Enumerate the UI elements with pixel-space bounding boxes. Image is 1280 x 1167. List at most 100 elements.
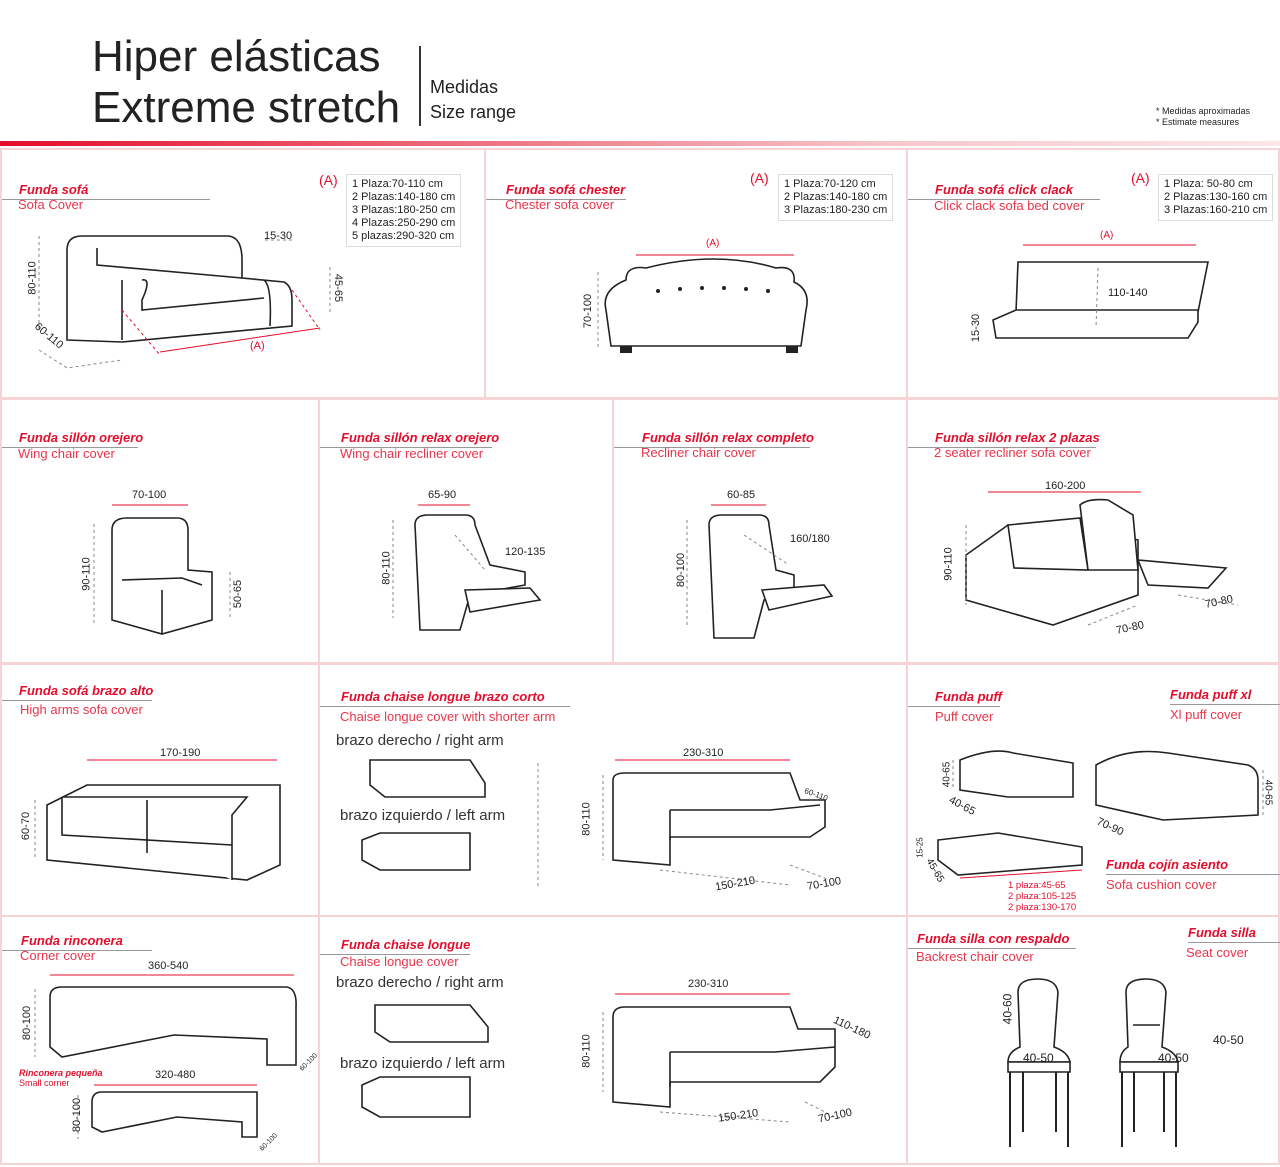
- cell-relax2: Funda sillón relax 2 plazas 2 seater rec…: [906, 398, 1280, 664]
- dim-seat: 45-65: [332, 273, 345, 303]
- cell-title: Funda sofá brazo alto: [2, 683, 153, 701]
- size-row: 3 Plazas:180-230 cm: [784, 204, 888, 216]
- dim-height: 80-110: [26, 261, 39, 295]
- cell-subtitle: Wing chair cover: [18, 446, 115, 461]
- size-row: 5 plazas:290-320 cm: [352, 230, 455, 242]
- dim-a-arrow: (A): [706, 238, 720, 249]
- seat-dim-width: 40-50: [1158, 1051, 1189, 1065]
- cell-title: Funda rinconera: [2, 933, 152, 951]
- dim-height: 40-60: [1000, 993, 1015, 1025]
- accent-bar: [0, 141, 1280, 146]
- cell-title: Funda sillón orejero: [2, 430, 143, 448]
- chaise-short-drawing: [361, 759, 831, 887]
- corner-sofa-drawing: [34, 974, 297, 1139]
- cell-chair: Funda silla con respaldo Backrest chair …: [906, 915, 1280, 1165]
- dim-height: 90-110: [942, 547, 955, 581]
- wing-recliner-drawing: [392, 504, 542, 631]
- size-row: 1 Plaza:70-120 cm: [784, 178, 876, 190]
- medidas-label: Medidas: [430, 77, 499, 97]
- size-row: 2 Plazas:140-180 cm: [784, 191, 888, 203]
- cell-subtitle: High arms sofa cover: [20, 702, 143, 717]
- dim-a-arrow: (A): [1100, 230, 1114, 241]
- size-row: 2 plaza:105-125: [1008, 891, 1077, 902]
- cell-title: Funda sofá: [2, 182, 210, 200]
- recliner-2-seat-drawing: [965, 491, 1239, 626]
- cell-title: Funda chaise longue brazo corto: [320, 689, 570, 707]
- cell-subtitle: Wing chair recliner cover: [340, 446, 484, 461]
- cushion-dim-height: 15-25: [915, 837, 925, 858]
- dim-seat: 15-30: [970, 313, 983, 343]
- size-row: 3 Plazas:160-210 cm: [1164, 204, 1268, 216]
- size-row: 1 Plaza:70-110 cm: [352, 178, 443, 190]
- dim-width: 160-200: [1045, 480, 1086, 492]
- dim-height: 60-70: [20, 811, 33, 841]
- puff-xl-subtitle: Xl puff cover: [1170, 707, 1243, 722]
- seat-cover-subtitle: Seat cover: [1186, 945, 1249, 960]
- small-dim-width: 320-480: [155, 1069, 196, 1081]
- size-row: 1 plaza:45-65: [1008, 880, 1066, 891]
- cell-subtitle: Chaise longue cover: [340, 954, 459, 969]
- puff-drawing: [937, 750, 1264, 879]
- dim-depth: 160/180: [790, 533, 830, 545]
- cushion-title: Funda cojín asiento: [1106, 857, 1280, 875]
- dim-width: 65-90: [428, 489, 457, 501]
- small-dim-height: 80-100: [71, 1097, 84, 1133]
- small-corner-subtitle: Small corner: [19, 1078, 70, 1088]
- cell-subtitle: Sofa Cover: [18, 197, 84, 212]
- dim-height: 90-110: [80, 557, 93, 591]
- cell-title: Funda sofá click clack: [908, 182, 1100, 200]
- dim-width: 60-85: [727, 489, 756, 501]
- cell-subtitle: Puff cover: [935, 709, 994, 724]
- dim-back: 110-140: [1108, 287, 1148, 299]
- puff-dim-height: 40-65: [941, 761, 953, 788]
- high-arm-sofa-drawing: [34, 759, 281, 881]
- dim-a: (A): [319, 172, 338, 188]
- cell-chaiseshort: Funda chaise longue brazo corto Chaise l…: [318, 663, 908, 917]
- clickclack-drawing: [992, 244, 1209, 339]
- dim-a-arrow: (A): [250, 340, 265, 352]
- note-en: * Estimate measures: [1156, 117, 1240, 127]
- cell-relax: Funda sillón relax completo Recliner cha…: [612, 398, 908, 664]
- cell-subtitle: Recliner chair cover: [641, 445, 756, 460]
- cell-clickclack: Funda sofá click clack Click clack sofa …: [906, 148, 1280, 399]
- dim-height: 80-100: [21, 1005, 34, 1041]
- cell-title: Funda sofá chester: [486, 182, 626, 200]
- seat-dim-depth: 40-50: [1213, 1033, 1244, 1047]
- size-row: 3 Plazas:180-250 cm: [352, 204, 456, 216]
- size-range-label: Size range: [430, 102, 517, 122]
- small-corner-title: Rinconera pequeña: [19, 1068, 103, 1078]
- dim-arm: 15-30: [264, 230, 293, 242]
- cell-corner: Funda rinconera Corner cover 360-540 80-…: [0, 915, 320, 1165]
- dim-height: 80-110: [580, 1034, 593, 1068]
- dim-height: 70-100: [582, 293, 595, 329]
- note-es: * Medidas aproximadas: [1156, 106, 1251, 116]
- dim-height: 80-110: [380, 551, 393, 585]
- right-arm-label: brazo derecho / right arm: [336, 974, 504, 991]
- sofa-drawing: [38, 235, 331, 369]
- dim-a: (A): [1131, 170, 1150, 186]
- seat-cover-title: Funda silla: [1188, 925, 1280, 943]
- cell-title: Funda chaise longue: [320, 937, 470, 955]
- puff-xl-dim-height: 40-65: [1262, 779, 1274, 806]
- dim-a: (A): [750, 170, 769, 186]
- right-arm-label: brazo derecho / right arm: [336, 732, 504, 749]
- cell-chester: Funda sofá chester Chester sofa cover (A…: [484, 148, 908, 399]
- cell-puff: Funda puff Puff cover Funda puff xl Xl p…: [906, 663, 1280, 917]
- cell-title: Funda sillón relax completo: [614, 430, 814, 448]
- cell-higharm: Funda sofá brazo alto High arms sofa cov…: [0, 663, 320, 917]
- cell-subtitle: Click clack sofa bed cover: [934, 198, 1085, 213]
- cell-wing: Funda sillón orejero Wing chair cover 70…: [0, 398, 320, 664]
- dim-height: 80-100: [675, 552, 688, 588]
- left-arm-label: brazo izquierdo / left arm: [340, 807, 506, 824]
- cell-title: Funda silla con respaldo: [908, 931, 1076, 949]
- cell-subtitle: Backrest chair cover: [916, 949, 1034, 964]
- cushion-subtitle: Sofa cushion cover: [1106, 877, 1217, 892]
- dim-height: 80-110: [580, 802, 593, 836]
- puff-xl-title: Funda puff xl: [1170, 687, 1280, 705]
- title-en: Extreme stretch: [92, 83, 401, 132]
- dim-width: 230-310: [688, 978, 729, 990]
- cell-subtitle: Chester sofa cover: [505, 197, 615, 212]
